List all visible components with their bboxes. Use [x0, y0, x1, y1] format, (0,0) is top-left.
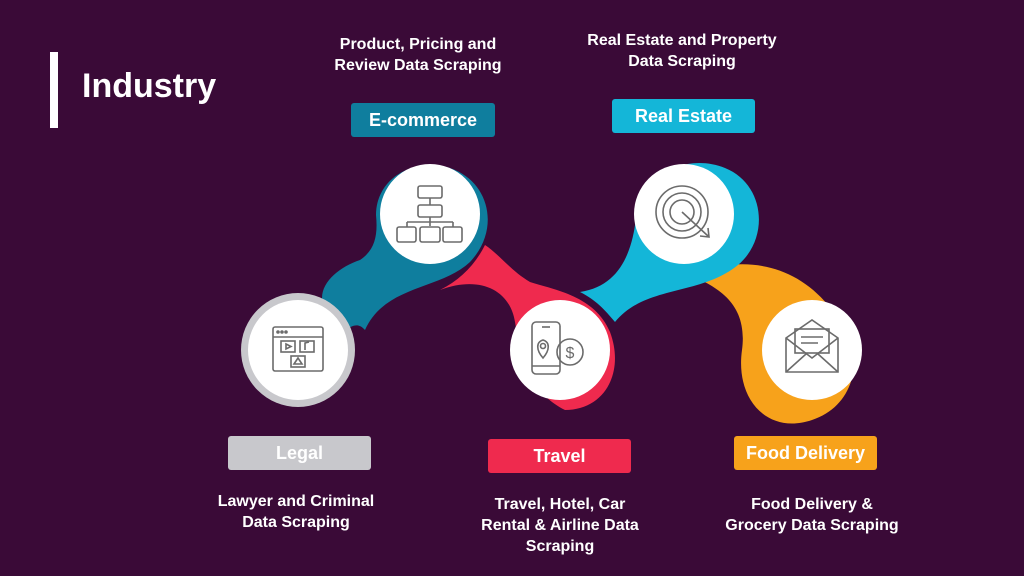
label-box-travel: Travel [488, 439, 631, 473]
media-player-window-icon [272, 326, 324, 372]
flowchart-hierarchy-icon [396, 185, 463, 243]
label-box-legal: Legal [228, 436, 371, 470]
mobile-location-dollar-icon: $ [531, 321, 584, 375]
title-accent-bar [50, 52, 58, 128]
svg-text:$: $ [566, 345, 575, 362]
label-box-ecommerce: E-commerce [351, 103, 495, 137]
travel-drop [440, 245, 615, 410]
desc-real-estate: Real Estate and Property Data Scraping [587, 32, 777, 70]
label-box-real-estate: Real Estate [612, 99, 755, 133]
desc-travel: Travel, Hotel, Car Rental & Airline Data… [481, 496, 639, 555]
food-delivery-drop [690, 264, 862, 424]
target-arrow-icon [655, 185, 710, 239]
desc-food-delivery: Food Delivery & Grocery Data Scraping [725, 496, 899, 534]
label-box-food-delivery: Food Delivery [734, 436, 877, 470]
envelope-icon [785, 319, 839, 373]
legal-drop [241, 293, 355, 407]
desc-legal: Lawyer and Criminal Data Scraping [217, 493, 375, 531]
desc-ecommerce: Product, Pricing and Review Data Scrapin… [334, 36, 502, 74]
ecommerce-drop [322, 164, 488, 330]
page-title: Industry [82, 67, 217, 105]
